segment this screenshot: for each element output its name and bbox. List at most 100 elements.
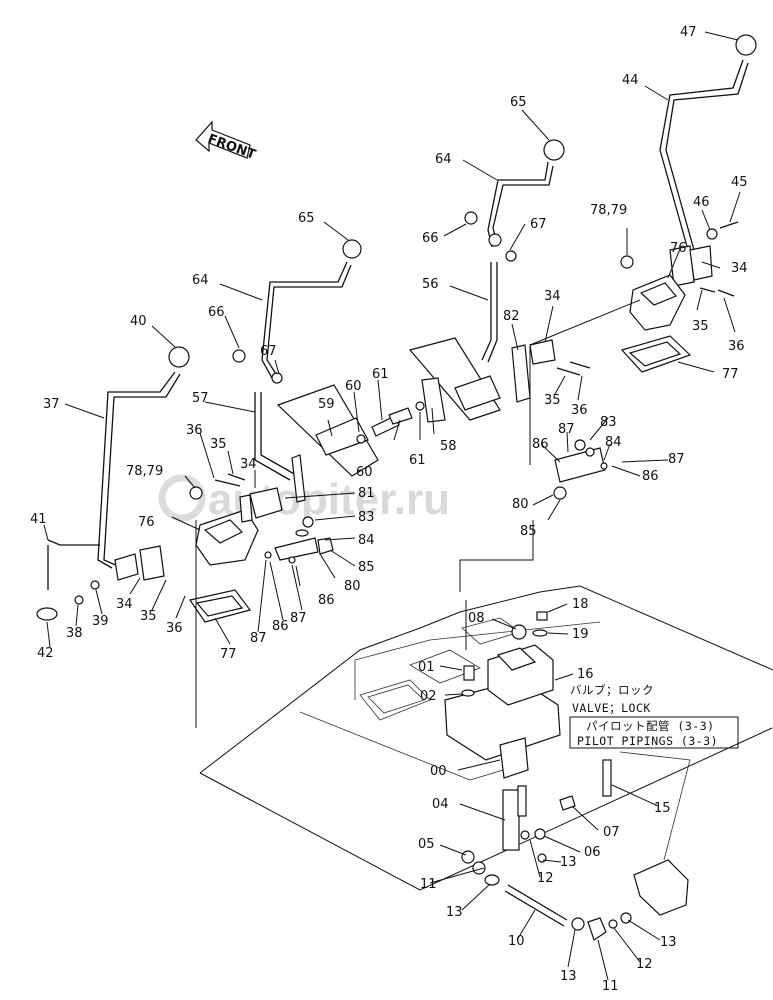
callout: 11 bbox=[602, 979, 619, 994]
callout: 36 bbox=[166, 621, 183, 636]
callout: 64 bbox=[435, 152, 452, 167]
callout: 12 bbox=[636, 957, 653, 972]
callout: 85 bbox=[358, 560, 375, 575]
callout: 60 bbox=[356, 465, 373, 480]
callout: 67 bbox=[530, 217, 547, 232]
callout: 87 bbox=[290, 611, 307, 626]
callout: 80 bbox=[344, 579, 361, 594]
callout: 65 bbox=[298, 211, 315, 226]
callout: 86 bbox=[532, 437, 549, 452]
valve-lock-note: バルブ；ロック VALVE；LOCK bbox=[570, 683, 654, 715]
pilot-jp-label: パイロット配管 (3-3) bbox=[586, 719, 715, 733]
callout: 83 bbox=[358, 510, 375, 525]
left-control-assembly bbox=[36, 346, 334, 623]
callout: 66 bbox=[422, 231, 439, 246]
callout: 76 bbox=[670, 241, 687, 256]
callout: 34 bbox=[116, 597, 133, 612]
callout: 42 bbox=[37, 646, 54, 661]
callout: 13 bbox=[660, 935, 677, 950]
callout: 39 bbox=[92, 614, 109, 629]
leader-lines bbox=[43, 31, 741, 981]
callout: 41 bbox=[30, 512, 47, 527]
callout: 57 bbox=[192, 391, 209, 406]
callout: 34 bbox=[240, 457, 257, 472]
callout: 37 bbox=[43, 397, 60, 412]
callout: 77 bbox=[220, 647, 237, 662]
callout: 78,79 bbox=[590, 203, 627, 218]
valve-en-label: VALVE；LOCK bbox=[572, 701, 651, 715]
callout: 66 bbox=[208, 305, 225, 320]
pilot-pipings-note: パイロット配管 (3-3) PILOT PIPINGS (3-3) bbox=[569, 716, 739, 749]
valve-jp-label: バルブ；ロック bbox=[570, 683, 654, 697]
callout: 36 bbox=[571, 403, 588, 418]
callout: 58 bbox=[440, 439, 457, 454]
callout: 84 bbox=[358, 533, 375, 548]
callout: 34 bbox=[731, 261, 748, 276]
callout: 76 bbox=[138, 515, 155, 530]
callout: 19 bbox=[572, 627, 589, 642]
callout: 61 bbox=[372, 367, 389, 382]
callout: 82 bbox=[503, 309, 520, 324]
callout: 35 bbox=[210, 437, 227, 452]
callout: 47 bbox=[680, 25, 697, 40]
callout: 11 bbox=[420, 877, 437, 892]
callout: 35 bbox=[544, 393, 561, 408]
callout: 10 bbox=[508, 934, 525, 949]
callout: 83 bbox=[600, 415, 617, 430]
right-lever-assembly bbox=[408, 139, 591, 423]
callout: 36 bbox=[728, 339, 745, 354]
callout-labels: 47 44 65 64 66 67 45 46 34 35 36 76 78,7… bbox=[30, 25, 748, 994]
callout: 35 bbox=[692, 319, 709, 334]
callout: 80 bbox=[512, 497, 529, 512]
callout: 02 bbox=[420, 689, 437, 704]
callout: 59 bbox=[318, 397, 335, 412]
callout: 13 bbox=[560, 969, 577, 984]
callout: 40 bbox=[130, 314, 147, 329]
pilot-en-label: PILOT PIPINGS (3-3) bbox=[577, 734, 718, 748]
callout: 44 bbox=[622, 73, 639, 88]
callout: 18 bbox=[572, 597, 589, 612]
callout: 46 bbox=[693, 195, 710, 210]
callout: 67 bbox=[260, 344, 277, 359]
callout: 45 bbox=[731, 175, 748, 190]
callout: 65 bbox=[510, 95, 527, 110]
callout: 77 bbox=[722, 367, 739, 382]
callout: 84 bbox=[605, 435, 622, 450]
top-right-lever-assembly bbox=[553, 34, 757, 500]
callout: 86 bbox=[318, 593, 335, 608]
callout: 81 bbox=[358, 486, 375, 501]
front-label: FRONT bbox=[206, 132, 258, 163]
callout: 13 bbox=[446, 905, 463, 920]
callout: 38 bbox=[66, 626, 83, 641]
callout: 87 bbox=[558, 422, 575, 437]
watermark: autopiter.ru bbox=[158, 474, 450, 524]
callout: 56 bbox=[422, 277, 439, 292]
callout: 01 bbox=[418, 660, 435, 675]
callout: 13 bbox=[560, 855, 577, 870]
callout: 86 bbox=[642, 469, 659, 484]
callout: 36 bbox=[186, 423, 203, 438]
middle-lever-assembly bbox=[232, 239, 437, 503]
callout: 61 bbox=[409, 453, 426, 468]
callout: 86 bbox=[272, 619, 289, 634]
callout: 04 bbox=[432, 797, 449, 812]
callout: 08 bbox=[468, 611, 485, 626]
callout: 85 bbox=[520, 524, 537, 539]
callout: 16 bbox=[577, 667, 594, 682]
callout: 00 bbox=[430, 764, 447, 779]
callout: 05 bbox=[418, 837, 435, 852]
callout: 06 bbox=[584, 845, 601, 860]
callout: 35 bbox=[140, 609, 157, 624]
callout: 07 bbox=[603, 825, 620, 840]
callout: 15 bbox=[654, 801, 671, 816]
callout: 78,79 bbox=[126, 464, 163, 479]
callout: 87 bbox=[250, 631, 267, 646]
callout: 34 bbox=[544, 289, 561, 304]
callout: 12 bbox=[537, 871, 554, 886]
front-arrow-icon: FRONT bbox=[195, 120, 258, 163]
callout: 64 bbox=[192, 273, 209, 288]
callout: 60 bbox=[345, 379, 362, 394]
lock-valve-assembly bbox=[444, 611, 691, 941]
callout: 87 bbox=[668, 452, 685, 467]
